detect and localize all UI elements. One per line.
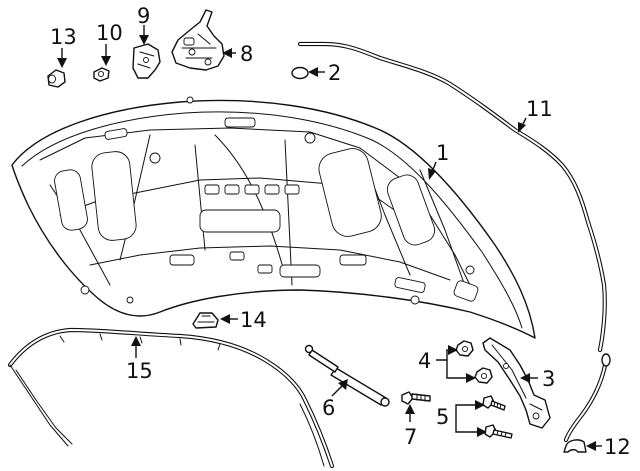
- bumper-part: [47, 69, 66, 88]
- bolt-part: [482, 395, 513, 439]
- retainer-part: [192, 312, 219, 329]
- callout-8: 8: [240, 42, 253, 66]
- release-cable-part: [297, 41, 611, 443]
- stud-bolt-part: [401, 391, 431, 405]
- callout-leaders: [57, 25, 602, 451]
- callout-11: 11: [526, 97, 553, 121]
- callout-2: 2: [328, 61, 341, 85]
- callout-15: 15: [126, 359, 153, 383]
- callout-4: 4: [418, 349, 431, 373]
- clip-part: [563, 439, 587, 453]
- nut-part: [455, 340, 493, 384]
- callout-3: 3: [542, 367, 555, 391]
- callout-14: 14: [240, 308, 267, 332]
- callout-9: 9: [137, 4, 150, 28]
- callout-numbers: 1 2 3 4 5 6 7 8 9 10 11 12 13 14 15: [50, 4, 631, 459]
- callout-6: 6: [322, 396, 335, 420]
- callout-12: 12: [604, 435, 631, 459]
- striker-part: [132, 43, 161, 79]
- callout-7: 7: [404, 425, 417, 449]
- callout-1: 1: [436, 141, 449, 165]
- latch-part: [171, 9, 225, 71]
- hood-seal-part: [7, 327, 335, 469]
- callout-13: 13: [50, 25, 77, 49]
- callout-10: 10: [96, 21, 123, 45]
- support-strut-part: [304, 344, 390, 407]
- hinge-part: [482, 337, 551, 429]
- callout-5: 5: [436, 405, 449, 429]
- hood-panel: [11, 96, 536, 339]
- grommet-part: [291, 66, 309, 80]
- screw-part: [93, 67, 110, 82]
